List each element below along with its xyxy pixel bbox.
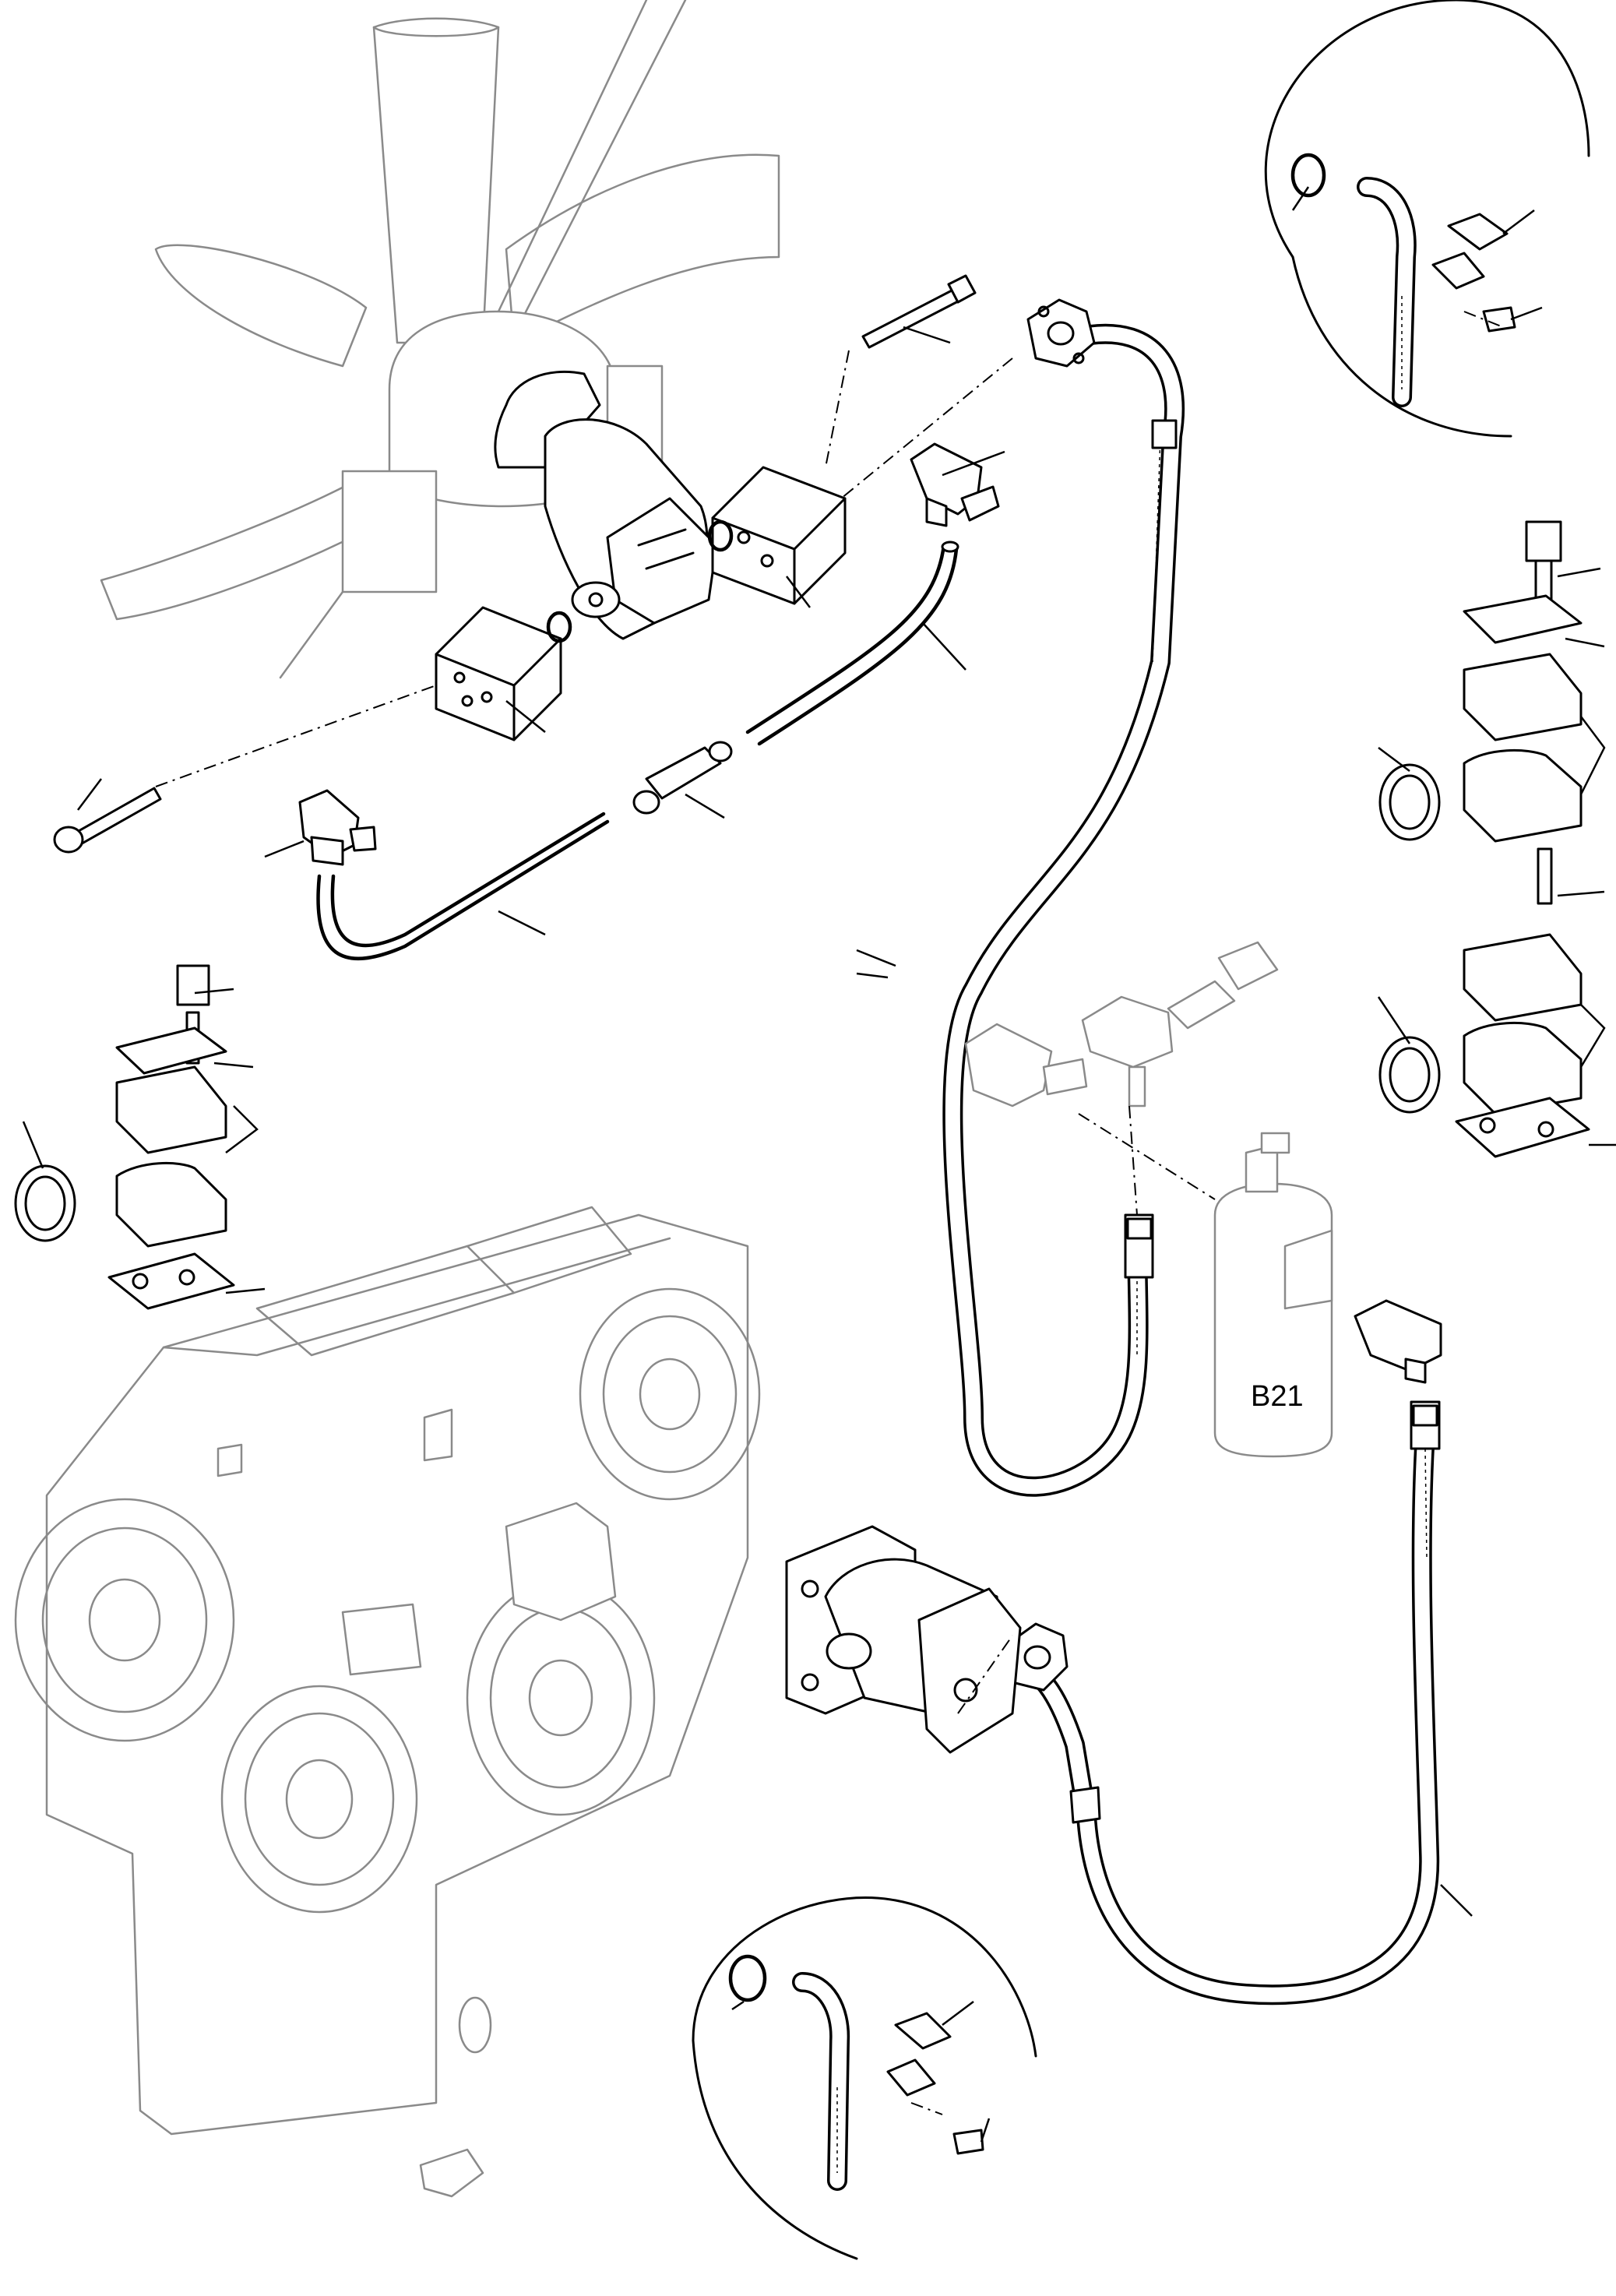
long-bolt-top — [861, 274, 977, 349]
tube-top — [745, 541, 959, 746]
o-rings-motor — [546, 519, 734, 643]
fan-hydraulic-motor — [494, 370, 718, 640]
manifold-block-right — [711, 466, 847, 605]
hydraulic-pump — [785, 1525, 1022, 1754]
filter-b21: B21 — [1213, 1132, 1333, 1458]
elbow-fitting-top — [910, 442, 1000, 527]
cooling-fan — [100, 0, 780, 679]
transfer-gearbox — [14, 1206, 761, 2198]
detail-circle-bottom — [692, 1896, 1037, 2260]
hose-upper — [942, 323, 1185, 1497]
leader-lines — [22, 186, 1616, 2143]
elbow-fitting-left — [298, 789, 377, 866]
straight-union — [632, 741, 733, 815]
filter-label-b21: B21 — [1251, 1380, 1304, 1413]
tube-left — [316, 812, 610, 961]
tee-fitting-cluster — [964, 941, 1279, 1108]
clamp-assembly-right — [1378, 520, 1590, 1158]
flange-top-hose — [1026, 298, 1096, 368]
clamp-assembly-left — [14, 964, 235, 1310]
manifold-block-left — [435, 606, 562, 741]
detail-circle-top — [1264, 0, 1590, 438]
hose-lower — [1014, 1400, 1441, 2005]
elbow-fitting-filter — [1354, 1299, 1442, 1384]
long-bolt-left — [53, 787, 162, 854]
assembly-lines — [155, 311, 1504, 2115]
